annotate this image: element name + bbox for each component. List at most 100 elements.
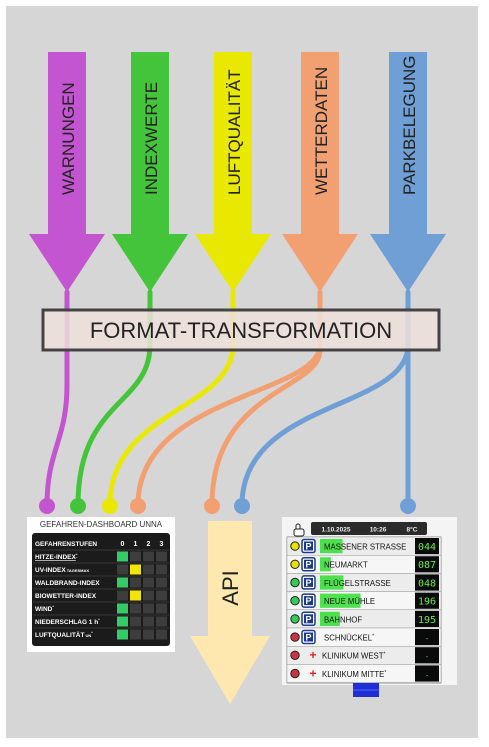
arrow-shape	[370, 52, 446, 292]
api-label: API	[218, 570, 243, 605]
hazard-level-cell	[143, 629, 154, 640]
hazard-row-label: WIND*	[35, 604, 54, 613]
hazard-level-cell	[143, 551, 154, 562]
hazard-level-cell	[156, 603, 167, 614]
status-dot	[290, 559, 300, 569]
parking-name: SCHNÜCKEL*	[324, 634, 374, 643]
free-spaces-display	[415, 647, 439, 664]
hazard-level-1: 1	[134, 541, 138, 548]
free-spaces-value: 087	[418, 560, 436, 571]
parking-header-bar	[311, 522, 427, 535]
arrow-wetterdaten: WETTERDATEN	[282, 52, 358, 292]
arrow-shape	[282, 52, 358, 292]
parking-icon-letter: P	[305, 614, 311, 624]
hazard-level-2: 2	[147, 541, 151, 548]
arrow-luftqualität: LUFTQUALITÄT	[195, 52, 271, 292]
hazard-level-cell-active	[117, 603, 128, 614]
hazard-level-cell	[130, 629, 141, 640]
parking-name: MASSENER STRASSE	[324, 543, 406, 552]
hazard-level-cell	[130, 577, 141, 588]
parking-row[interactable]: P MASSENER STRASSE 044	[286, 536, 442, 556]
parking-name: NEUE MÜHLE	[324, 597, 375, 606]
status-dot	[290, 614, 300, 624]
free-spaces-value: 196	[418, 597, 436, 608]
free-spaces-value: -	[425, 671, 429, 679]
parking-row[interactable]: + KLINIKUM MITTE* -	[286, 664, 442, 683]
hazard-row-label: LUFTQUALITÄTUN*	[35, 630, 93, 639]
wire-endpoint-0	[39, 498, 55, 514]
hazard-level-cell	[130, 616, 141, 627]
arrow-label: WETTERDATEN	[312, 67, 331, 195]
wire-endpoint-1	[70, 498, 86, 514]
arrow-shape	[112, 52, 188, 292]
hazard-level-cell	[143, 603, 154, 614]
hazard-level-cell	[130, 551, 141, 562]
wire-4	[209, 297, 323, 508]
hazard-level-cell	[143, 616, 154, 627]
parking-name: BAHNHOF	[324, 615, 362, 624]
hazard-level-cell	[156, 551, 167, 562]
hazard-row-label: WALDBRAND-INDEX	[35, 580, 100, 587]
wire-5	[239, 289, 411, 508]
free-spaces-display	[415, 556, 439, 573]
arrow-label: WARNUNGEN	[59, 82, 78, 195]
status-dot	[290, 632, 300, 642]
free-spaces-display	[415, 610, 439, 627]
hazard-level-cell	[143, 564, 154, 575]
parking-time: 10:26	[370, 527, 387, 534]
free-spaces-display	[415, 592, 439, 609]
wire-endpoint-2	[102, 498, 118, 514]
hazard-title: GEFAHREN-DASHBOARD UNNA	[40, 520, 163, 529]
arrow-indexwerte: INDEXWERTE	[112, 52, 188, 292]
hazard-row-label: NIEDERSCHLAG 1 h*	[35, 617, 100, 626]
status-dot	[290, 596, 300, 606]
hazard-level-0: 0	[121, 541, 125, 548]
free-spaces-display	[415, 574, 439, 591]
arrow-shape	[29, 52, 105, 292]
parking-icon-letter: P	[305, 596, 311, 606]
status-dot	[290, 668, 300, 679]
hand-pointer-icon[interactable]	[293, 523, 305, 537]
wire-3	[135, 289, 323, 508]
free-spaces-display	[415, 665, 439, 682]
parking-name: NEUMARKT	[324, 561, 368, 570]
api-arrow: API	[190, 521, 270, 704]
free-spaces-value: -	[425, 653, 429, 661]
arrow-label: PARKBELEGUNG	[400, 55, 419, 195]
parking-name: KLINIKUM MITTE*	[322, 670, 386, 679]
wire-endpoint-5	[234, 498, 250, 514]
parking-row[interactable]: P BAHNHOF 195	[286, 609, 442, 629]
free-spaces-value: 195	[418, 615, 436, 626]
hazard-level-cell-active	[130, 590, 141, 601]
parking-name: KLINIKUM WEST*	[322, 652, 386, 661]
parking-temp: 8°C	[407, 526, 418, 534]
hazard-level-cell	[117, 590, 128, 601]
hazard-level-cell-active	[117, 551, 128, 562]
parking-icon-letter: P	[305, 542, 311, 552]
hospital-cross-icon: +	[309, 666, 316, 680]
arrow-label: LUFTQUALITÄT	[225, 69, 244, 195]
hazard-level-3: 3	[160, 541, 164, 548]
occupancy-bar	[320, 575, 344, 590]
hazard-level-cell	[130, 603, 141, 614]
arrow-shape	[195, 52, 271, 292]
hazard-level-cell	[143, 577, 154, 588]
hazard-level-cell-active	[130, 564, 141, 575]
hazard-level-cell	[156, 577, 167, 588]
status-dot	[290, 650, 300, 660]
wire-endpoint-6	[400, 498, 416, 514]
parking-row[interactable]: P NEUE MÜHLE 196	[286, 591, 442, 610]
hazard-level-cell	[156, 564, 167, 575]
occupancy-bar	[320, 557, 331, 572]
free-spaces-value: 044	[418, 542, 436, 553]
parking-row[interactable]: +KLINIKUM WEST*-	[286, 646, 442, 665]
format-transformation-box: FORMAT-TRANSFORMATION	[41, 308, 441, 352]
wire-1	[75, 289, 153, 508]
parking-date: 1.10.2025	[322, 527, 351, 534]
